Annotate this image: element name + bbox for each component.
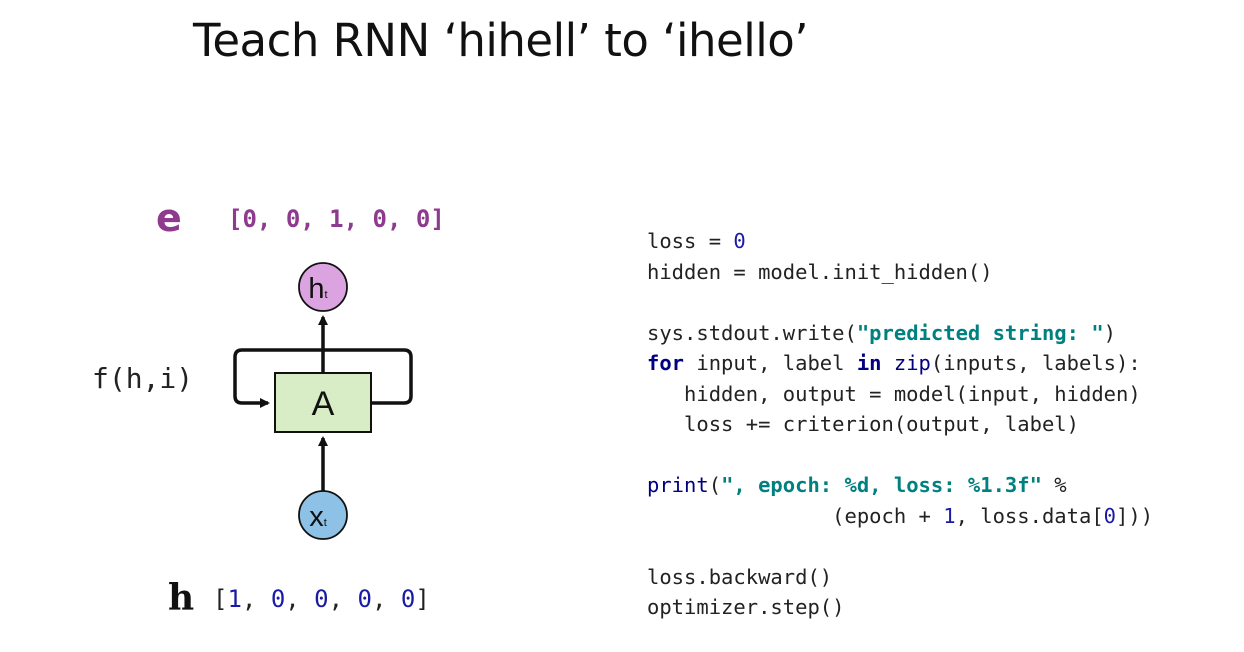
code-line: (epoch + 1, loss.data[0])) — [647, 501, 1153, 532]
code-line: for input, label in zip(inputs, labels): — [647, 348, 1153, 379]
output-letter: e — [156, 196, 182, 240]
code-builtin: zip — [893, 351, 931, 375]
output-vector-value: 1 — [329, 205, 344, 233]
code-blank-line — [647, 287, 1153, 318]
code-line: sys.stdout.write("predicted string: ") — [647, 318, 1153, 349]
slide-title: Teach RNN ‘hihell’ to ‘ihello’ — [193, 14, 809, 67]
code-string: "predicted string: " — [856, 320, 1104, 345]
code-number: 0 — [733, 229, 746, 253]
output-vector-value: 0 — [415, 205, 431, 233]
output-vector-value: 0 — [242, 205, 257, 233]
hidden-node-label: ht — [308, 273, 327, 305]
code-blank-line — [647, 440, 1153, 471]
input-node — [298, 490, 348, 540]
code-text: hidden = model.init_hidden() — [647, 259, 993, 284]
rnn-cell-box — [274, 372, 372, 433]
function-label: f(h,i) — [92, 362, 194, 395]
code-number: 1 — [943, 503, 956, 528]
code-text: optimizer.step() — [647, 595, 845, 619]
code-text: loss = — [647, 229, 734, 253]
output-one-hot-vector: [0, 0, 1, 0, 0] — [228, 205, 445, 233]
code-text: % — [1041, 473, 1067, 497]
input-vector-value: 0 — [314, 585, 329, 613]
code-line: print(", epoch: %d, loss: %1.3f" % — [647, 470, 1153, 501]
code-text: , loss.data[ — [955, 503, 1104, 528]
code-text: loss.backward() — [647, 564, 833, 589]
code-line: hidden, output = model(input, hidden) — [647, 379, 1153, 410]
code-text: loss += criterion(output, label) — [647, 412, 1079, 436]
code-line: loss = 0 — [647, 226, 1153, 257]
code-text: (epoch + — [647, 503, 944, 528]
code-text: sys.stdout.write( — [647, 320, 857, 345]
code-line: optimizer.step() — [647, 592, 1153, 623]
input-vector-value: 0 — [400, 585, 416, 613]
code-blank-line — [647, 531, 1153, 562]
cell-label: A — [312, 385, 335, 423]
output-vector-value: 0 — [285, 205, 301, 233]
code-keyword: in — [856, 351, 882, 375]
output-vector-value: 0 — [372, 205, 387, 233]
code-builtin: print — [647, 473, 709, 497]
code-line: loss.backward() — [647, 562, 1153, 593]
code-text: hidden, output = model(input, hidden) — [647, 381, 1141, 406]
code-text: input, label — [684, 351, 857, 375]
input-one-hot-vector: [1, 0, 0, 0, 0] — [213, 585, 430, 613]
input-vector-value: 1 — [227, 585, 242, 613]
code-text: ) — [1103, 320, 1117, 345]
input-vector-value: 0 — [270, 585, 286, 613]
code-line: hidden = model.init_hidden() — [647, 257, 1153, 288]
code-line: loss += criterion(output, label) — [647, 409, 1153, 440]
code-string: ", epoch: %d, loss: %1.3f" — [721, 473, 1042, 497]
training-code-block: loss = 0 hidden = model.init_hidden() sy… — [647, 226, 1153, 623]
input-letter: h — [168, 577, 195, 619]
code-number: 0 — [1103, 503, 1117, 528]
input-node-label: xt — [309, 501, 327, 533]
input-vector-value: 0 — [357, 585, 372, 613]
code-keyword: for — [647, 351, 685, 375]
code-text: ( — [708, 473, 722, 497]
code-text: ])) — [1116, 503, 1154, 528]
hidden-state-node — [298, 262, 348, 312]
code-text: (inputs, labels): — [930, 351, 1141, 375]
